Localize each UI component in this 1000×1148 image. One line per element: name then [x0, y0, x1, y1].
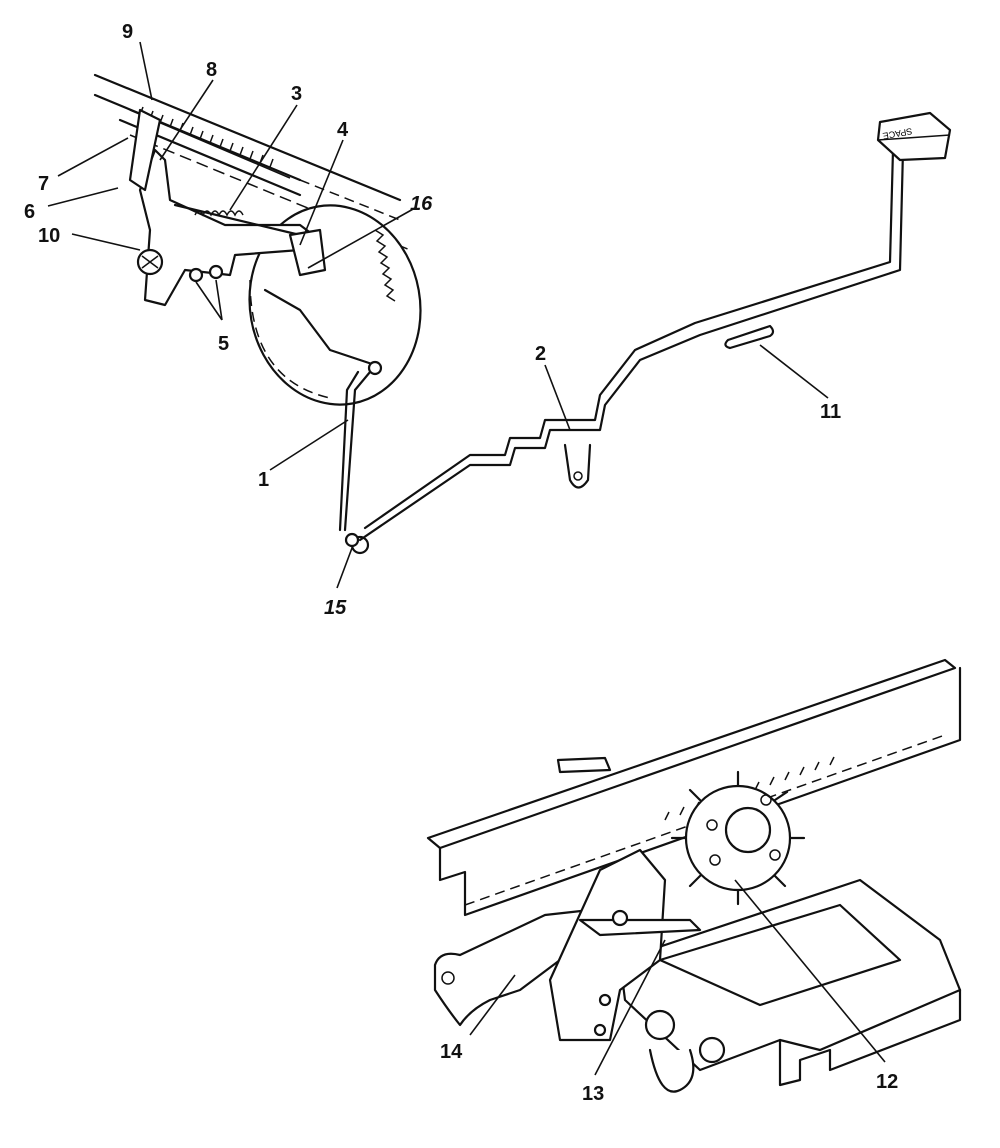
carriage-rail — [426, 658, 962, 917]
space-bar-lever — [358, 148, 905, 542]
callout-10: 10 — [38, 225, 60, 247]
callout-15: 15 — [324, 597, 347, 619]
pawl-frame — [128, 108, 377, 367]
callout-12: 12 — [876, 1071, 898, 1093]
link-rod — [338, 360, 383, 555]
star-wheel — [670, 770, 806, 906]
callout-14: 14 — [440, 1041, 463, 1063]
callout-labels: 1 2 3 4 5 6 7 8 9 10 11 12 13 14 15 16 — [24, 21, 898, 1105]
leader-lines — [47, 41, 886, 1076]
callout-9: 9 — [122, 21, 133, 43]
callout-2: 2 — [535, 343, 546, 365]
release-lever — [433, 848, 702, 1042]
callout-8: 8 — [206, 59, 217, 81]
callout-3: 3 — [291, 83, 302, 105]
callout-16: 16 — [410, 193, 433, 215]
base-frame — [618, 878, 962, 1093]
callout-7: 7 — [38, 173, 49, 195]
space-key: SPACE — [876, 111, 952, 162]
callout-4: 4 — [337, 119, 349, 141]
callout-13: 13 — [582, 1083, 604, 1105]
callout-1: 1 — [258, 469, 269, 491]
escapement-wheel — [248, 204, 422, 406]
callout-5: 5 — [218, 333, 229, 355]
callout-11: 11 — [820, 401, 841, 423]
callout-6: 6 — [24, 201, 35, 223]
